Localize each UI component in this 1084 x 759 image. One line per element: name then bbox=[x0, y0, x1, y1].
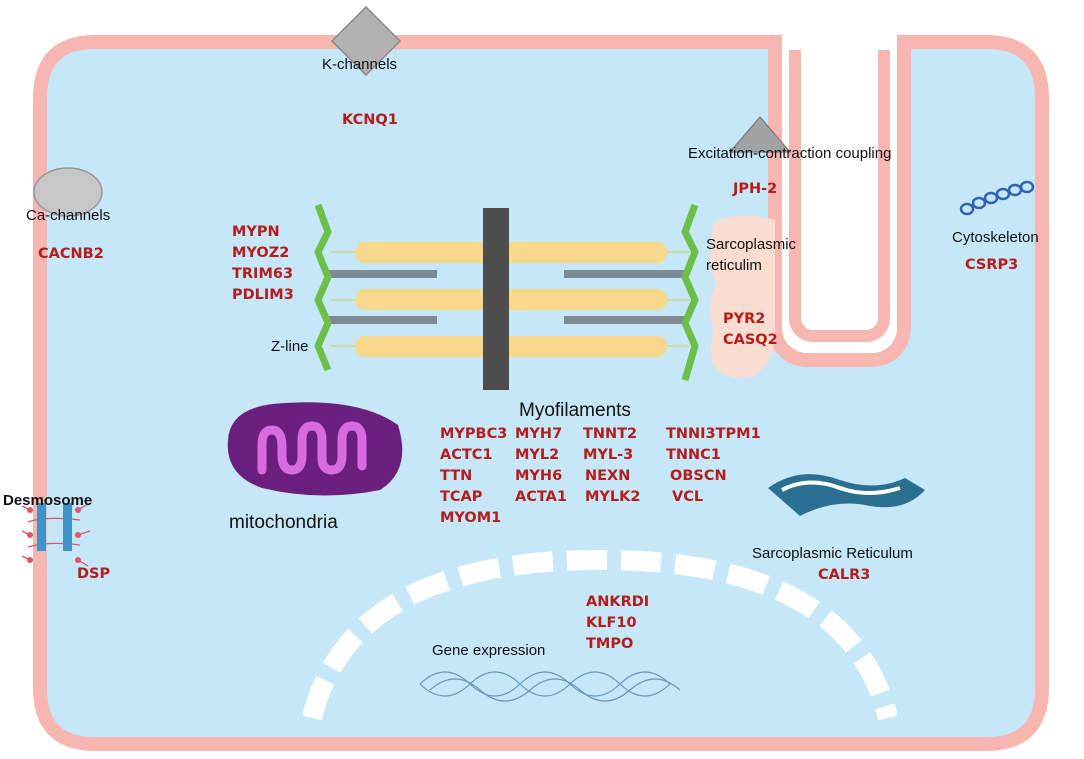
nucleus-gene: TMPO bbox=[586, 636, 633, 652]
myofilament-gene: ACTA1 bbox=[515, 489, 567, 505]
zline-gene: TRIM63 bbox=[232, 266, 293, 282]
dsp-gene: DSP bbox=[77, 566, 110, 582]
myofilament-gene: MYH7 bbox=[515, 426, 562, 442]
k-channel-icon bbox=[330, 5, 402, 77]
myosin-filament bbox=[355, 336, 667, 357]
cell-membrane bbox=[33, 35, 1049, 751]
zline-gene: MYOZ2 bbox=[232, 245, 289, 261]
dna-icon bbox=[419, 671, 681, 702]
zline-gene: MYPN bbox=[232, 224, 280, 240]
sr-lower-icon bbox=[768, 474, 925, 516]
sr-upper-blob bbox=[709, 215, 775, 379]
myosin-filament bbox=[355, 242, 667, 263]
myofilament-gene: TCAP bbox=[440, 489, 483, 505]
cacnb2-gene: CACNB2 bbox=[38, 246, 104, 262]
myofilaments-label: Myofilaments bbox=[519, 400, 631, 421]
actin-filament bbox=[325, 270, 437, 278]
myofilament-gene: TNNC1 bbox=[666, 447, 721, 463]
actin-filament bbox=[325, 316, 437, 324]
myofilament-gene: ACTC1 bbox=[440, 447, 493, 463]
nucleus-gene: KLF10 bbox=[586, 615, 637, 631]
m-line bbox=[483, 208, 509, 390]
myofilament-gene: NEXN bbox=[585, 468, 630, 484]
nucleus-gene: ANKRDI bbox=[586, 594, 649, 610]
cytoskeleton-label: Cytoskeleton bbox=[952, 229, 1039, 246]
z-line-right bbox=[681, 203, 699, 381]
ca-channels-label: Ca-channels bbox=[26, 207, 110, 224]
sr-upper-label: Sarcoplasmic bbox=[706, 236, 797, 253]
ecc-label: Excitation-contraction coupling bbox=[688, 145, 891, 162]
z-line-label: Z-line bbox=[271, 338, 309, 355]
z-line-left bbox=[314, 203, 332, 372]
calr3-gene: CALR3 bbox=[818, 567, 870, 583]
ecc-triangle-icon bbox=[728, 116, 792, 153]
actin-filament bbox=[564, 316, 686, 324]
myofilament-gene: TNNT2 bbox=[583, 426, 637, 442]
cytoskeleton-icon bbox=[959, 180, 1035, 216]
nuclear-envelope bbox=[302, 549, 898, 721]
myofilament-gene: MYOM1 bbox=[440, 510, 501, 526]
k-channels-label: K-channels bbox=[322, 56, 397, 73]
myofilament-gene: MYL-3 bbox=[583, 447, 633, 463]
myofilament-gene: MYPBC3 bbox=[440, 426, 507, 442]
myofilament-gene: OBSCN bbox=[670, 468, 727, 484]
actin-filament bbox=[564, 270, 686, 278]
jph2-gene: JPH-2 bbox=[732, 181, 777, 197]
myofilament-gene: TNNI3TPM1 bbox=[666, 426, 761, 442]
sr-upper-gene: CASQ2 bbox=[723, 332, 778, 348]
myosin-filament bbox=[355, 289, 667, 310]
desmosome-icon bbox=[21, 503, 91, 567]
csrp3-gene: CSRP3 bbox=[965, 257, 1018, 273]
desmosome-label: Desmosome bbox=[3, 492, 92, 509]
ca-channel-icon bbox=[33, 167, 103, 217]
sarcomere bbox=[314, 203, 699, 390]
mitochondria-icon bbox=[227, 402, 403, 496]
gene-expression-label: Gene expression bbox=[432, 642, 545, 659]
mitochondria-label: mitochondria bbox=[229, 512, 338, 533]
kcnq1-gene: KCNQ1 bbox=[342, 112, 398, 128]
sr-upper-label: reticulim bbox=[706, 257, 762, 274]
myofilament-gene: VCL bbox=[672, 489, 703, 505]
myofilament-gene: MYLK2 bbox=[585, 489, 641, 505]
sr-upper-gene: PYR2 bbox=[723, 311, 765, 327]
t-tubule-inner bbox=[789, 50, 890, 342]
myofilament-gene: MYL2 bbox=[515, 447, 559, 463]
zline-gene: PDLIM3 bbox=[232, 287, 294, 303]
myofilament-gene: TTN bbox=[440, 468, 472, 484]
sr-lower-label: Sarcoplasmic Reticulum bbox=[752, 545, 913, 562]
myofilament-gene: MYH6 bbox=[515, 468, 562, 484]
